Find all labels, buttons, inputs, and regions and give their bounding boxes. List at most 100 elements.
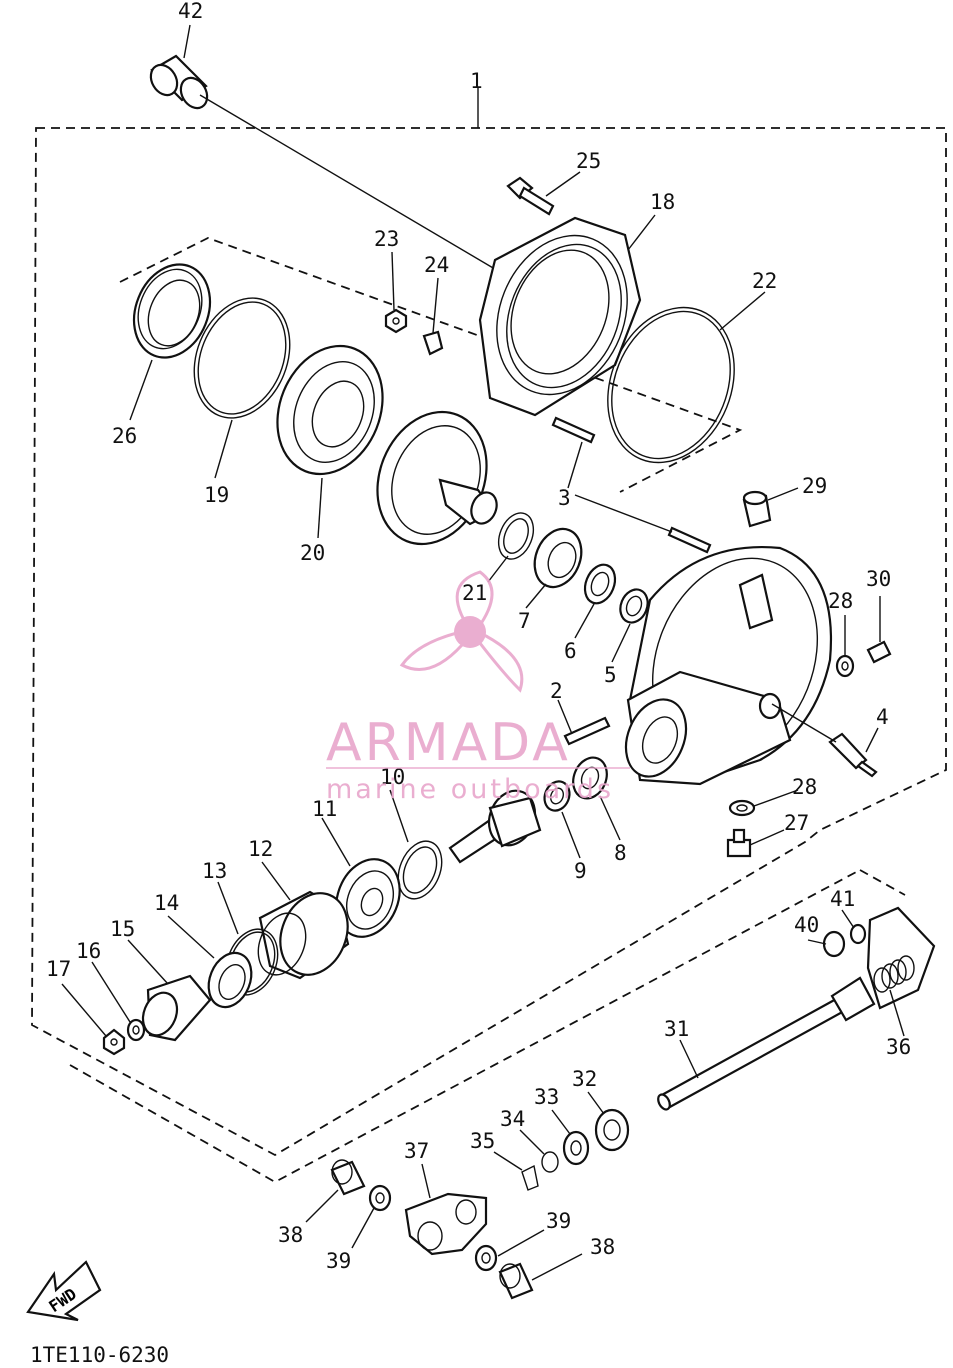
part-29-cap [742,490,772,528]
part-38-bearing-left [330,1159,366,1196]
callout-leader-3b [574,494,673,533]
callout-24: 24 [424,253,449,277]
callout-leader-40 [807,939,827,945]
callout-21: 21 [462,581,487,605]
callout-leader-12 [261,861,291,901]
callout-31: 31 [664,1017,689,1041]
callout-30: 30 [866,567,891,591]
callout-leader-36 [889,989,905,1037]
callout-13: 13 [202,859,227,883]
callout-leader-4 [865,727,879,753]
callout-leader-11 [321,817,351,867]
leader-4-to-housing [771,703,837,743]
callout-leader-41 [841,909,855,929]
callout-10: 10 [380,765,405,789]
callout-leader-8 [599,795,621,841]
callout-42: 42 [178,0,203,23]
part-42-bushing [149,54,209,110]
watermark-tagline: marine outboards [326,774,614,805]
part-15-coupling [141,974,212,1042]
callout-14: 14 [154,891,179,915]
callout-leader-37 [421,1163,431,1199]
callout-32: 32 [572,1067,597,1091]
part-5-collar [619,588,649,624]
leader-42-to-18 [199,94,506,276]
callout-leader-19 [214,419,233,479]
part-7-bearing [533,527,583,589]
ring-gear [376,410,498,546]
callout-27: 27 [784,811,809,835]
callout-leader-2 [557,699,573,735]
callout-28-upper: 28 [828,589,853,613]
callout-leader-28b [753,789,799,807]
armada-watermark: ARMADA marine outboards [326,570,630,805]
part-28-washer-lower [728,799,756,817]
part-39-seal-right [474,1244,498,1272]
callout-6: 6 [564,639,577,663]
callout-leader-13 [217,881,239,935]
callout-leader-3a [567,441,583,489]
part-27-drain-bolt [726,828,752,858]
callout-leader-14 [167,915,215,959]
callout-leader-6 [574,603,595,639]
callout-29: 29 [802,474,827,498]
callout-34: 34 [500,1107,525,1131]
part-32-oil-seal [594,1108,630,1152]
callout-23: 23 [374,227,399,251]
callout-leader-23 [391,251,395,311]
part-21-shim [497,512,535,560]
callout-26: 26 [112,424,137,448]
callout-28-lower: 28 [792,775,817,799]
callout-36: 36 [886,1035,911,1059]
callout-leader-34 [519,1129,545,1155]
callout-leader-21 [487,555,509,583]
part-30-bolt [866,640,892,664]
part-37-universal-joint [404,1192,488,1256]
part-22-o-ring [607,306,735,464]
callout-leader-22 [719,291,766,331]
callout-leader-38a [305,1189,339,1223]
propeller-icon [399,570,524,693]
callout-1: 1 [470,69,483,93]
part-16-washer [126,1018,146,1042]
part-36-spring [873,955,915,993]
part-17-nut [102,1028,126,1056]
assembly-boundary [31,127,947,1157]
callout-leader-10 [389,789,409,843]
callout-11: 11 [312,797,337,821]
callout-7: 7 [518,609,531,633]
callout-4: 4 [876,705,889,729]
part-12-bearing-housing [257,890,350,980]
callout-leader-31 [679,1039,699,1079]
part-2-stud [563,716,611,746]
callout-leader-5 [611,623,631,663]
part-6-washer [583,563,617,605]
callout-12: 12 [248,837,273,861]
callout-22: 22 [752,269,777,293]
callout-leader-9 [561,811,581,859]
part-41-washer [849,923,867,945]
part-11-bearing [335,858,401,938]
callout-leader-26 [129,359,153,421]
part-38-bearing-right [498,1262,534,1300]
callout-19: 19 [204,483,229,507]
callout-leader-16 [91,961,131,1023]
callout-leader-42 [183,24,191,59]
part-35-clip [521,1164,539,1191]
callout-41: 41 [830,887,855,911]
yoke-subgroup-outline [859,869,906,896]
part-19-o-ring [193,297,291,419]
part-24-clip [422,330,444,356]
callout-leader-24 [432,277,439,334]
callout-15: 15 [110,917,135,941]
part-23-nut [384,308,408,334]
callout-3: 3 [558,486,571,510]
fwd-arrow: FWD [26,1260,102,1322]
callout-5: 5 [604,663,617,687]
part-20-bearing [276,344,384,476]
callout-leader-33 [551,1109,571,1135]
callout-leader-17 [61,983,107,1037]
callout-leader-39b [497,1229,545,1257]
callout-leader-15 [127,939,169,985]
